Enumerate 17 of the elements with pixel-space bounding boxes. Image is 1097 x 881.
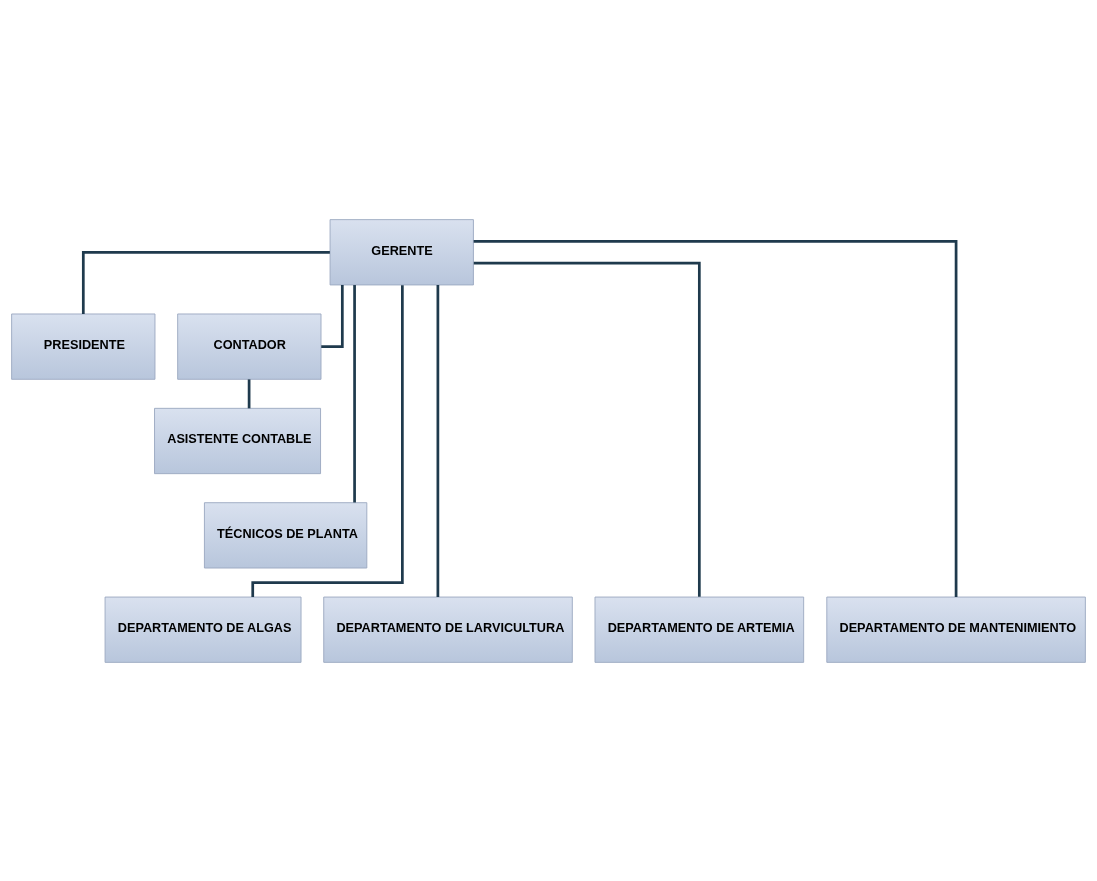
node-box: DEPARTAMENTO DE ARTEMIA	[594, 596, 805, 663]
connector	[321, 284, 344, 348]
connector	[473, 261, 701, 597]
connector	[353, 284, 356, 502]
node-box: ASISTENTE CONTABLE	[154, 407, 321, 474]
node-box: DEPARTAMENTO DE LARVICULTURA	[323, 596, 573, 663]
node-box: DEPARTAMENTO DE ALGAS	[104, 596, 302, 663]
connector	[81, 250, 330, 314]
connector	[247, 378, 251, 408]
node-box: GERENTE	[329, 218, 474, 285]
node-box: DEPARTAMENTO DE MANTENIMIENTO	[826, 596, 1086, 663]
connector	[251, 284, 404, 597]
connector	[436, 284, 440, 597]
node-box: TÉCNICOS DE PLANTA	[203, 501, 368, 568]
node-box: PRESIDENTE	[11, 313, 156, 380]
connector	[473, 239, 958, 597]
node-box: CONTADOR	[177, 313, 322, 380]
